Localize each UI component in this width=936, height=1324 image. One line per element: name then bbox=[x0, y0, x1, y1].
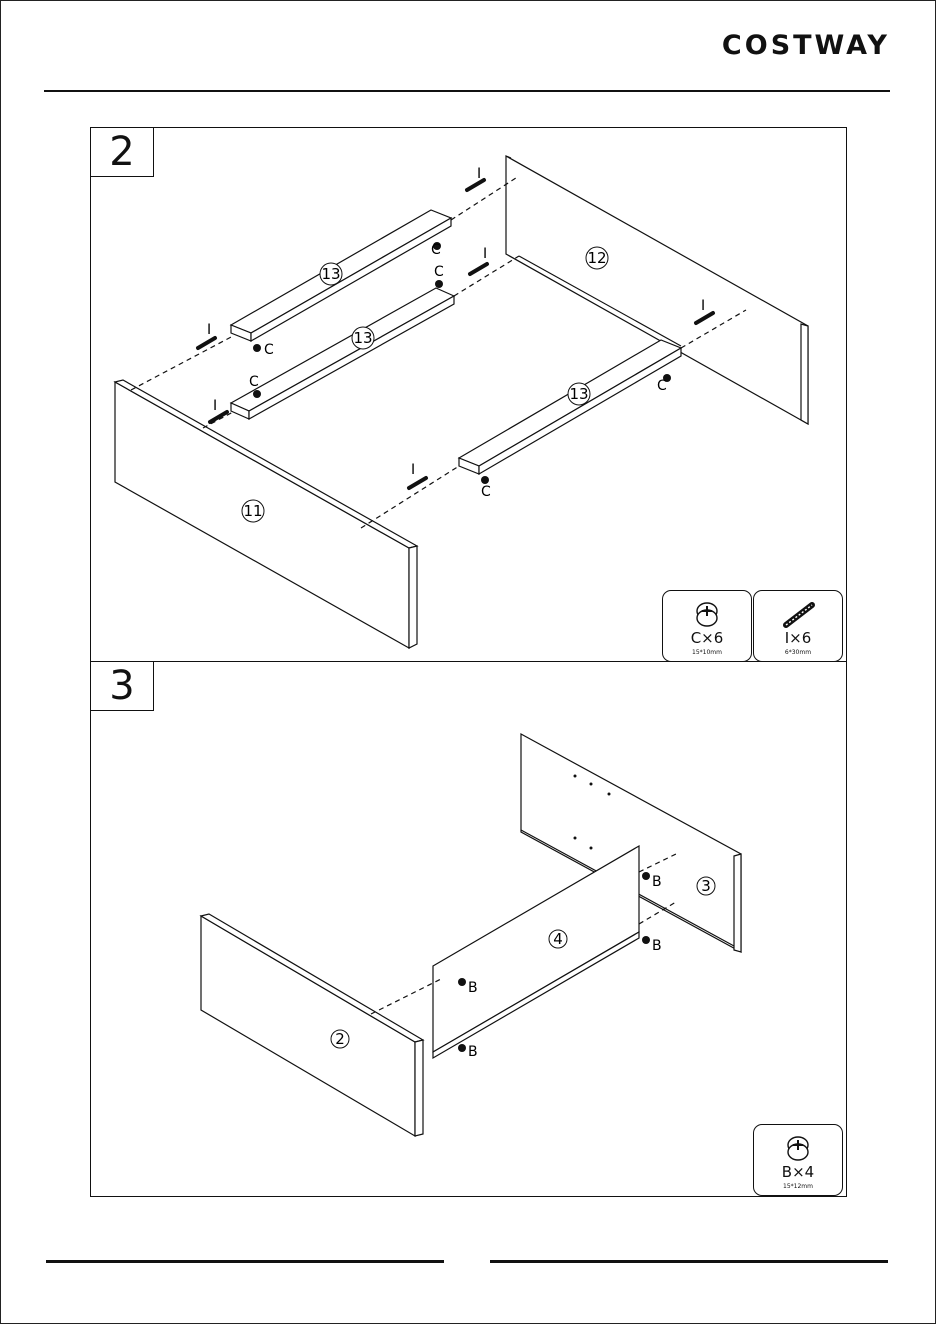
dowel-icon bbox=[409, 478, 426, 488]
rail-13-front bbox=[459, 340, 681, 466]
hardware-letter-cam: B bbox=[652, 938, 662, 954]
hardware-size: 6*30mm bbox=[754, 649, 842, 656]
brand-logo: COSTWAY bbox=[722, 30, 890, 61]
hardware-letter-cam: C bbox=[264, 342, 274, 358]
hardware-letter-cam: C bbox=[434, 264, 444, 280]
hardware-letter-cam: B bbox=[468, 1044, 478, 1060]
hardware-letter-cam: C bbox=[431, 242, 441, 258]
hardware-size: 15*12mm bbox=[754, 1183, 842, 1190]
hardware-letter-dowel: I bbox=[477, 166, 481, 182]
part-label-rail: 13 bbox=[353, 329, 372, 347]
hardware-qty: I×6 bbox=[754, 629, 842, 647]
part-label-back-panel: 12 bbox=[587, 249, 606, 267]
hardware-letter-cam: B bbox=[468, 980, 478, 996]
step-2-diagram: 13 13 13 12 11 C C C C C C I I I I I I bbox=[91, 128, 846, 662]
hardware-letter-dowel: I bbox=[213, 398, 217, 414]
hardware-qty: C×6 bbox=[663, 629, 751, 647]
cam-lock-icon bbox=[253, 390, 261, 398]
part-label-divider: 4 bbox=[553, 930, 563, 948]
step-3-panel: 3 bbox=[90, 661, 847, 1197]
divider-4 bbox=[433, 846, 639, 1052]
hardware-box-cam: B×4 15*12mm bbox=[753, 1124, 843, 1196]
cam-lock-icon bbox=[481, 476, 489, 484]
part-label-back-panel: 3 bbox=[701, 877, 711, 895]
hardware-letter-dowel: I bbox=[411, 462, 415, 478]
cam-lock-icon bbox=[458, 978, 466, 986]
header-rule bbox=[44, 90, 890, 92]
footer-rule-right bbox=[490, 1260, 888, 1263]
hardware-letter-cam: C bbox=[481, 484, 491, 500]
front-panel-2 bbox=[201, 916, 415, 1136]
part-label-rail: 13 bbox=[321, 265, 340, 283]
hardware-letter-dowel: I bbox=[483, 246, 487, 262]
footer-rule-left bbox=[46, 1260, 444, 1263]
part-label-front-panel: 2 bbox=[335, 1030, 345, 1048]
hardware-box-cam: C×6 15*10mm bbox=[662, 590, 752, 662]
hardware-size: 15*10mm bbox=[663, 649, 751, 656]
step-2-panel: 2 bbox=[90, 127, 847, 663]
cam-lock-icon bbox=[642, 872, 650, 880]
part-label-side-panel: 11 bbox=[243, 502, 262, 520]
hardware-qty: B×4 bbox=[754, 1163, 842, 1181]
hardware-letter-dowel: I bbox=[701, 298, 705, 314]
part-label-rail: 13 bbox=[569, 385, 588, 403]
hardware-box-dowel: I×6 6*30mm bbox=[753, 590, 843, 662]
dowel-icon bbox=[467, 180, 484, 190]
cam-lock-icon bbox=[458, 1044, 466, 1052]
cam-lock-icon bbox=[253, 344, 261, 352]
step-3-diagram: B B B B 3 4 2 bbox=[91, 662, 846, 1196]
hardware-letter-cam: C bbox=[657, 378, 667, 394]
hardware-letter-cam: C bbox=[249, 374, 259, 390]
hardware-letter-dowel: I bbox=[207, 322, 211, 338]
hardware-letter-cam: B bbox=[652, 874, 662, 890]
dowel-icon bbox=[470, 264, 487, 274]
cam-lock-icon bbox=[435, 280, 443, 288]
cam-lock-icon bbox=[642, 936, 650, 944]
